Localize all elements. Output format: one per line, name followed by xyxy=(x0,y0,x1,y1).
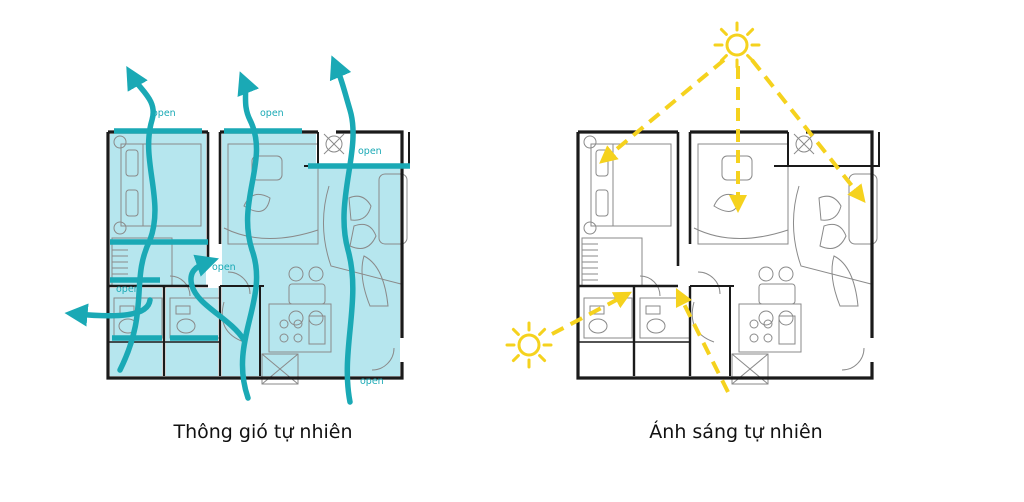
open-label: open xyxy=(116,284,140,295)
sunlight-rays xyxy=(551,58,866,393)
sun-ray-living xyxy=(750,58,866,204)
airflow-arrow-1 xyxy=(117,65,158,373)
sun-ray-wc-1 xyxy=(551,291,632,336)
open-label: open xyxy=(212,262,236,273)
open-label: open xyxy=(152,108,176,119)
sun-icon xyxy=(505,321,553,369)
sun-icon xyxy=(713,21,761,69)
airflow-arrow-4 xyxy=(64,297,153,327)
ventilation-caption: Thông gió tự nhiên xyxy=(172,421,352,443)
sunlight-floor-plan xyxy=(576,130,881,385)
airflow-arrow-2 xyxy=(237,71,260,401)
airflow-arrow-5 xyxy=(188,254,247,343)
open-label: open xyxy=(360,376,384,387)
sun-ray-wc-2 xyxy=(675,287,730,393)
airflow-arrow-3 xyxy=(329,55,356,405)
open-label: open xyxy=(260,108,284,119)
open-label: open xyxy=(358,146,382,157)
open-labels: open open open open open open xyxy=(116,108,384,387)
sun-ray-bedroom-1 xyxy=(599,58,726,164)
sunlight-caption: Ánh sáng tự nhiên xyxy=(649,420,822,443)
airflow-arrows xyxy=(64,55,356,405)
